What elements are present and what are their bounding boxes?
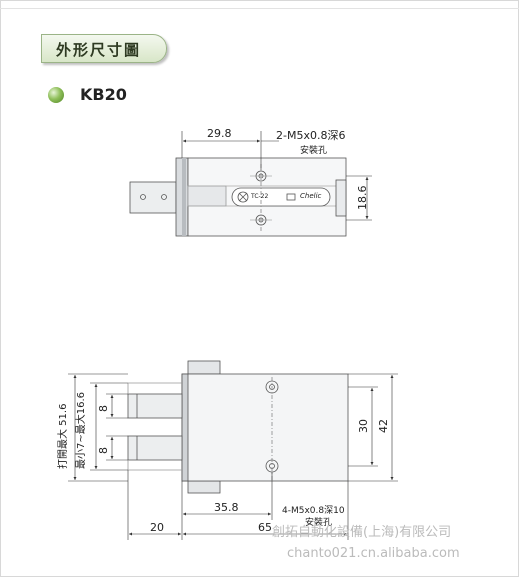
jaw-bottom-label: 8 xyxy=(97,447,110,454)
watermark-company: 創拓自動化設備(上海)有限公司 xyxy=(272,525,452,540)
inner-height-label: 30 xyxy=(357,419,370,433)
model-name: KB20 xyxy=(80,85,127,104)
total-length-label: 65 xyxy=(258,521,272,534)
brand-mark: Chelic xyxy=(300,192,322,200)
stroke-range-label: 最小7~最大16.6 xyxy=(76,391,87,469)
nameplate xyxy=(231,187,331,207)
left-length-label: 20 xyxy=(150,521,164,534)
top-view xyxy=(129,157,347,237)
top-rod-hole xyxy=(140,194,146,200)
front-hole-note-sub: 安裝孔 xyxy=(305,518,333,528)
watermark-url: chanto021.cn.alibaba.com xyxy=(287,546,460,561)
section-tab: 外形尺寸圖 xyxy=(41,34,167,63)
front-dimensions xyxy=(68,373,398,540)
front-bottom-cap xyxy=(187,480,221,494)
front-jaw-top xyxy=(127,393,183,419)
top-rod-hole xyxy=(161,194,167,200)
front-jaw-bottom xyxy=(127,435,183,461)
plate-label: TC-22 xyxy=(251,193,269,200)
top-height-label: 18.6 xyxy=(356,185,369,211)
outer-height-label: 42 xyxy=(377,419,390,433)
front-top-cap xyxy=(187,360,221,375)
jaw-top-label: 8 xyxy=(97,405,110,412)
open-max-label: 打開最大 51.6 xyxy=(58,403,69,469)
top-dimensions xyxy=(181,131,372,221)
top-hole-note: 2-M5x0.8深6 xyxy=(276,129,346,142)
top-divider xyxy=(0,8,519,9)
plate-window xyxy=(286,193,296,201)
bullet-icon xyxy=(48,87,64,103)
front-hole-note: 4-M5x0.8深10 xyxy=(282,506,345,516)
section-title: 外形尺寸圖 xyxy=(56,41,142,59)
front-view xyxy=(127,360,349,494)
front-body xyxy=(181,373,349,482)
body-length-label: 35.8 xyxy=(214,501,239,514)
top-width-label: 29.8 xyxy=(207,127,232,140)
top-rod xyxy=(129,181,177,214)
top-hole-note-sub: 安裝孔 xyxy=(300,146,328,156)
plate-screw xyxy=(237,191,249,203)
